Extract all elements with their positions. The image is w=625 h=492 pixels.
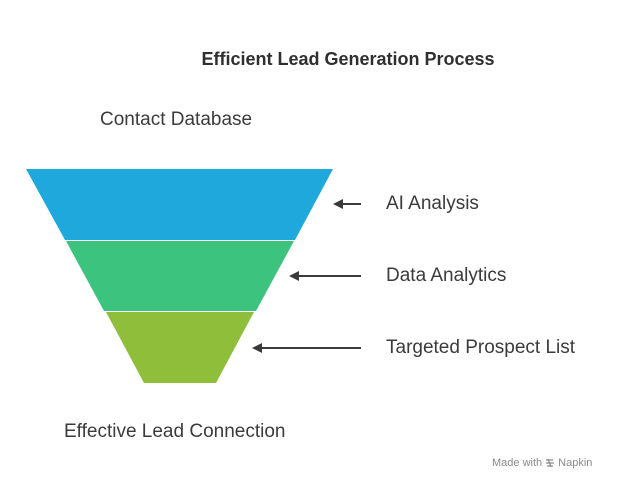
- funnel-top-label: Contact Database: [100, 109, 253, 130]
- arrow-stage-2: [289, 271, 361, 281]
- arrow-stage-3: [252, 343, 361, 353]
- stage-label-ai-analysis: AI Analysis: [386, 193, 479, 214]
- funnel-stage-1: [26, 169, 333, 240]
- watermark-prefix: Made with: [492, 457, 543, 469]
- watermark-brand: Napkin: [558, 457, 593, 469]
- arrow-stage-1: [333, 199, 361, 209]
- funnel-bottom-label: Effective Lead Connection: [64, 421, 286, 442]
- stage-label-data-analytics: Data Analytics: [386, 265, 507, 286]
- funnel-stage-2: [66, 241, 294, 311]
- napkin-watermark: Made with Napkin: [492, 457, 592, 469]
- diagram-title: Efficient Lead Generation Process: [201, 49, 495, 69]
- napkin-logo-icon: [546, 458, 555, 468]
- stage-label-targeted-prospect-list: Targeted Prospect List: [386, 337, 576, 358]
- funnel-stage-3: [106, 312, 254, 383]
